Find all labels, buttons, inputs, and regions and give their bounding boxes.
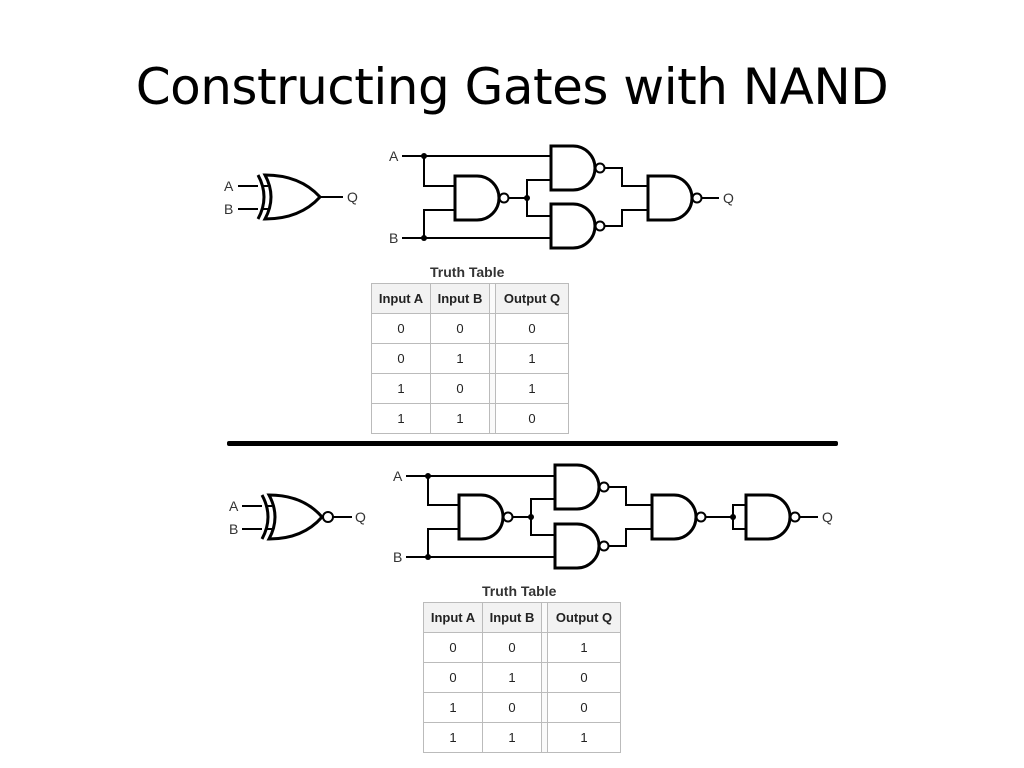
- cell-input-a: 0: [423, 632, 483, 663]
- table-row: 0 0 0: [371, 313, 569, 344]
- cell-input-a: 1: [423, 722, 483, 753]
- table-row: 1 0 0: [423, 692, 621, 723]
- cell-output-q: 0: [547, 662, 621, 693]
- cell-input-b: 0: [482, 692, 542, 723]
- xnor-gate-symbol-bottom: A B Q: [229, 493, 366, 541]
- circuit-input-b-label: B: [389, 230, 398, 246]
- header-output-q: Output Q: [547, 602, 621, 633]
- cell-input-b: 0: [482, 632, 542, 663]
- cell-output-q: 1: [495, 373, 569, 404]
- nand-circuit-bottom: A B Q: [393, 463, 833, 570]
- cell-input-b: 1: [430, 403, 490, 434]
- cell-output-q: 1: [495, 343, 569, 374]
- cell-input-b: 1: [482, 722, 542, 753]
- circuit-output-label: Q: [723, 190, 734, 206]
- cell-input-a: 0: [371, 313, 431, 344]
- cell-output-q: 1: [547, 722, 621, 753]
- truth-table-caption-bottom: Truth Table: [482, 583, 557, 599]
- cell-input-b: 0: [430, 313, 490, 344]
- xor-gate-symbol-top: A B Q: [224, 173, 358, 221]
- xnor-input-b-label: B: [229, 521, 238, 537]
- header-input-b: Input B: [430, 283, 490, 314]
- circuit-output-label: Q: [822, 509, 833, 525]
- circuit-input-a-label: A: [393, 468, 403, 484]
- xor-output-label: Q: [347, 189, 358, 205]
- cell-output-q: 0: [547, 692, 621, 723]
- cell-input-b: 1: [430, 343, 490, 374]
- xnor-input-a-label: A: [229, 498, 239, 514]
- slide-title: Constructing Gates with NAND: [135, 58, 889, 116]
- cell-input-a: 1: [371, 373, 431, 404]
- table-row: 1 1 1: [423, 722, 621, 753]
- cell-input-a: 1: [371, 403, 431, 434]
- table-row: 0 1 0: [423, 662, 621, 693]
- header-input-a: Input A: [423, 602, 483, 633]
- xor-input-b-label: B: [224, 201, 233, 217]
- nand-circuit-top: A B Q: [389, 144, 734, 250]
- table-row: 0 0 1: [423, 632, 621, 663]
- circuit-input-b-label: B: [393, 549, 402, 565]
- header-input-b: Input B: [482, 602, 542, 633]
- cell-input-a: 0: [423, 662, 483, 693]
- cell-output-q: 1: [547, 632, 621, 663]
- truth-table-header-row: Input A Input B Output Q: [371, 283, 569, 314]
- cell-output-q: 0: [495, 403, 569, 434]
- xor-input-a-label: A: [224, 178, 234, 194]
- table-row: 1 0 1: [371, 373, 569, 404]
- cell-output-q: 0: [495, 313, 569, 344]
- table-row: 0 1 1: [371, 343, 569, 374]
- truth-table-bottom: Input A Input B Output Q 0 0 1 0 1 0 1 0…: [423, 602, 621, 753]
- truth-table-top: Input A Input B Output Q 0 0 0 0 1 1 1 0…: [371, 283, 569, 434]
- header-output-q: Output Q: [495, 283, 569, 314]
- section-divider: [227, 441, 838, 446]
- cell-input-a: 1: [423, 692, 483, 723]
- xnor-output-label: Q: [355, 509, 366, 525]
- cell-input-b: 0: [430, 373, 490, 404]
- circuit-input-a-label: A: [389, 148, 399, 164]
- truth-table-header-row: Input A Input B Output Q: [423, 602, 621, 633]
- header-input-a: Input A: [371, 283, 431, 314]
- truth-table-caption-top: Truth Table: [430, 264, 505, 280]
- cell-input-a: 0: [371, 343, 431, 374]
- cell-input-b: 1: [482, 662, 542, 693]
- table-row: 1 1 0: [371, 403, 569, 434]
